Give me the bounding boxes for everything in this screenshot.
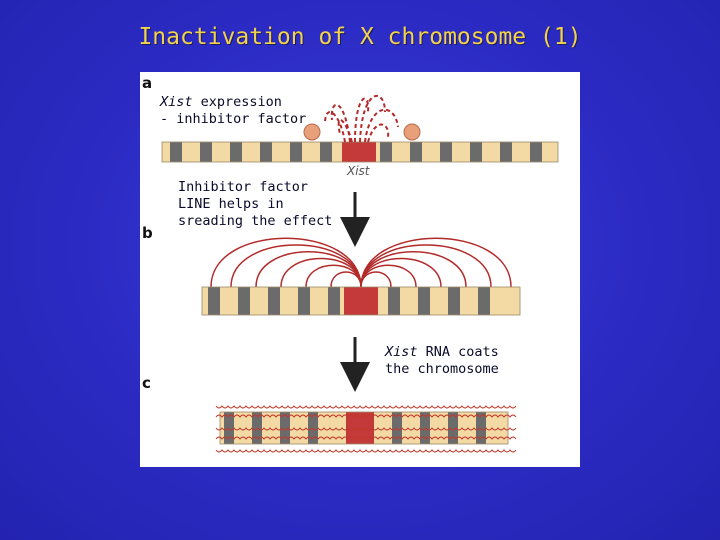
xist-gene-label: Xist (347, 164, 370, 178)
xist-rna-coating (215, 405, 517, 453)
chromosome-diagram (161, 95, 559, 453)
annotation-c-italic: Xist (385, 344, 418, 360)
xist-locus (344, 287, 378, 315)
annotation-c-line2: the chromosome (385, 361, 499, 377)
chromosome-band (320, 142, 332, 162)
chromosome-band (500, 142, 512, 162)
chromosome-band (268, 287, 280, 315)
figure-panel: a b c Xist Xist expression - inhibitor f… (140, 72, 580, 467)
chromosome-band (478, 287, 490, 315)
chromosome-band (328, 287, 340, 315)
chromosome-band (420, 412, 430, 444)
panel-label-b: b (142, 224, 153, 242)
chromosome-band (392, 412, 402, 444)
rna-coat-strand (215, 414, 517, 418)
rna-coat-strand (215, 436, 517, 440)
rna-arc (280, 257, 362, 288)
chromosome-band (252, 412, 262, 444)
chromosome-band (170, 142, 182, 162)
rna-arc (360, 237, 512, 288)
chromosome-band (280, 412, 290, 444)
panel-label-c: c (142, 374, 151, 392)
chromosome-band (380, 142, 392, 162)
rna-coat-strand (215, 405, 517, 409)
chromosome-band (308, 412, 318, 444)
chromosome-band (530, 142, 542, 162)
chromosome-band (470, 142, 482, 162)
inhibitor-factor-left (303, 123, 321, 141)
chromosome-band (200, 142, 212, 162)
chromosome-band (448, 412, 458, 444)
rna-arc (210, 237, 362, 288)
annotation-a-line2: - inhibitor factor (160, 111, 307, 127)
chromosome-band (448, 287, 460, 315)
chromosome-band (224, 412, 234, 444)
rna-coat-strand (215, 427, 517, 431)
chromosome-b (201, 286, 521, 316)
chromosome-band (290, 142, 302, 162)
chromosome-outline (219, 411, 509, 445)
panel-label-a: a (142, 74, 153, 92)
chromosome-band (410, 142, 422, 162)
chromosome-band (208, 287, 220, 315)
annotation-xist-coats: Xist RNA coats the chromosome (385, 344, 499, 378)
chromosome-a (161, 141, 559, 163)
rna-arc (255, 251, 362, 288)
chromosome-band (476, 412, 486, 444)
rna-arc (360, 257, 442, 288)
chromosome-band (238, 287, 250, 315)
annotation-a-rest: expression (192, 94, 282, 110)
annotation-xist-expression: Xist expression - inhibitor factor (160, 94, 306, 128)
chromosome-outline (201, 286, 521, 316)
rna-coat-strand (215, 449, 517, 453)
annotation-inhibitor-line: Inhibitor factor LINE helps in sreading … (178, 179, 333, 229)
rna-arc (230, 244, 362, 288)
chromosome-band (388, 287, 400, 315)
chromosome-band (418, 287, 430, 315)
slide-title: Inactivation of X chromosome (1) (138, 24, 582, 50)
chromosome-band (440, 142, 452, 162)
rna-arc (360, 244, 492, 288)
rna-spreading-arcs (210, 237, 512, 288)
chromosome-band (230, 142, 242, 162)
chromosome-band (260, 142, 272, 162)
annotation-a-italic: Xist (160, 94, 193, 110)
chromosome-band (298, 287, 310, 315)
rna-arc (360, 251, 467, 288)
annotation-c-rest: RNA coats (417, 344, 499, 360)
xist-rna-transcripts (324, 95, 399, 143)
inhibitor-factor-right (403, 123, 421, 141)
chromosome-c (219, 411, 509, 445)
xist-locus (342, 142, 376, 162)
